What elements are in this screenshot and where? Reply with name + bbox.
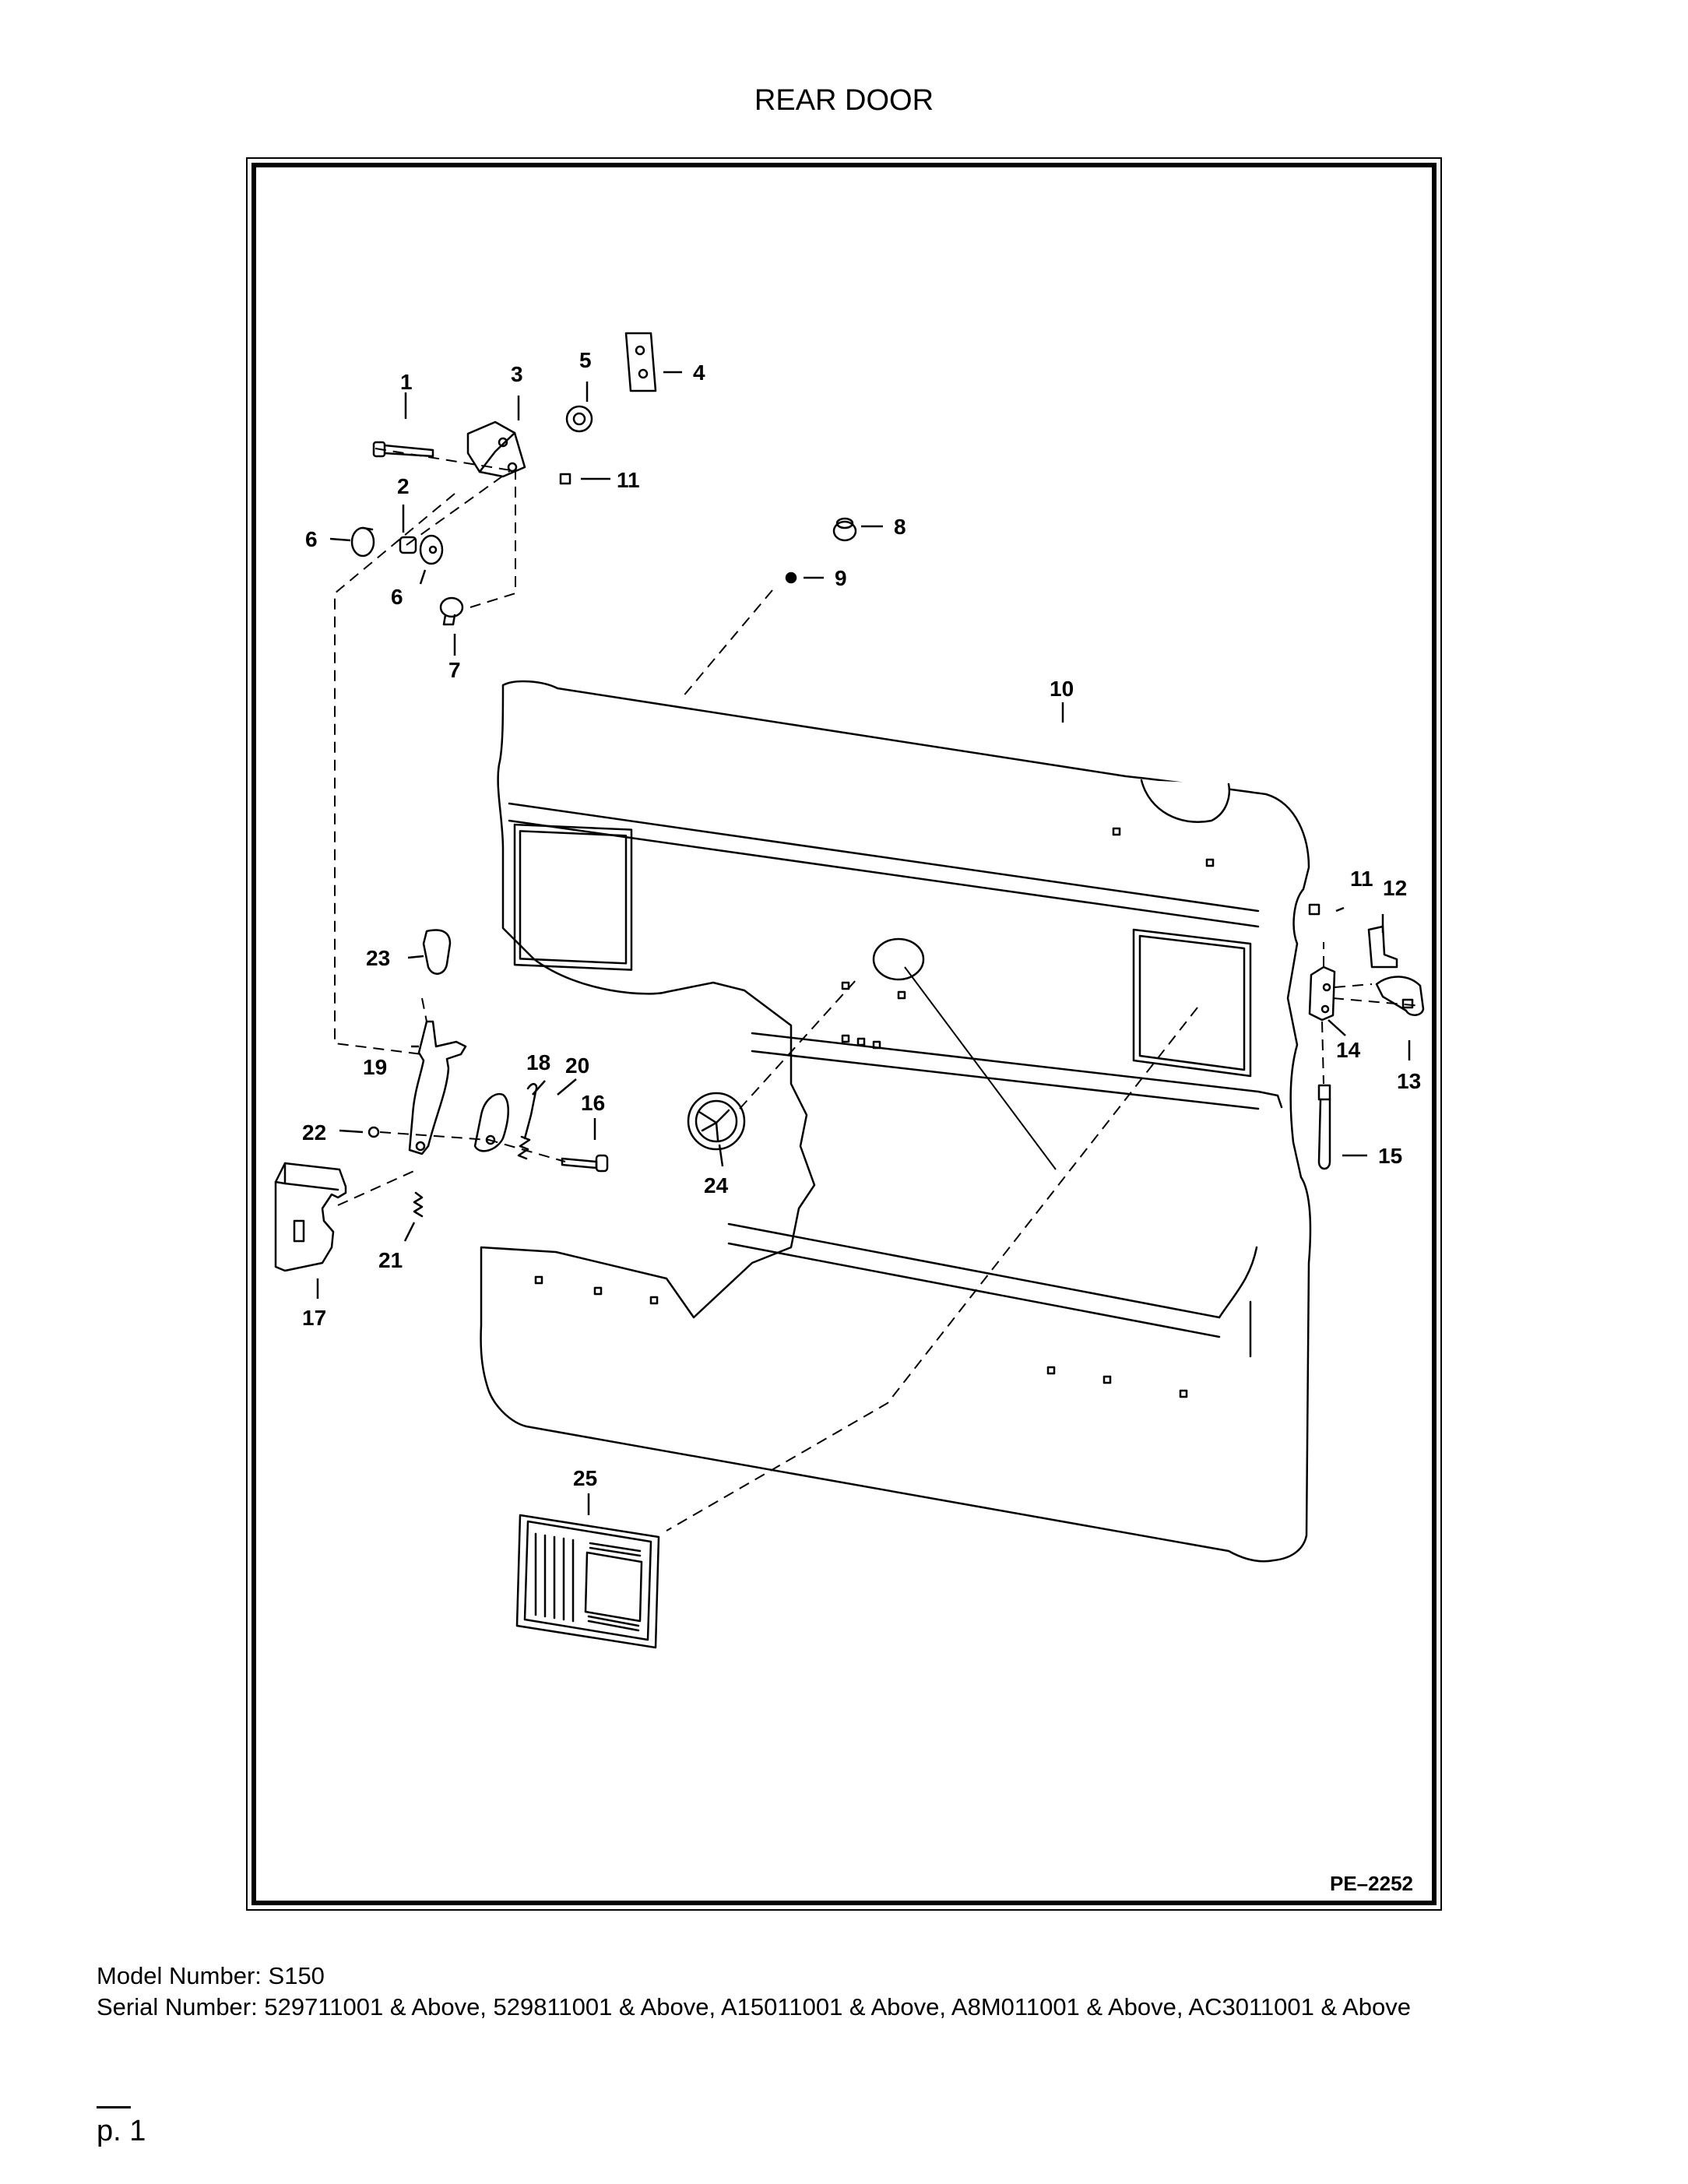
- door-handle-part-24: [687, 1092, 746, 1151]
- plug-part-8: [832, 517, 857, 542]
- callout-6-left: 6: [305, 527, 318, 551]
- inner-frame: [251, 163, 1437, 1905]
- door-knob-boss: [872, 937, 925, 981]
- callout-20: 20: [565, 1053, 589, 1078]
- callout-11-right: 11: [1350, 867, 1373, 891]
- spring-part-21: [413, 1191, 424, 1218]
- callout-7: 7: [448, 658, 461, 682]
- callout-23: 23: [366, 946, 390, 970]
- handle-part-23: [422, 929, 452, 975]
- callout-16: 16: [581, 1091, 605, 1115]
- nut-part-9: [785, 571, 797, 584]
- callout-25: 25: [573, 1466, 597, 1490]
- callout-6-right: 6: [391, 585, 403, 609]
- callout-15: 15: [1378, 1144, 1402, 1168]
- page-number: p. 1: [97, 2115, 146, 2147]
- cam-part-18: [473, 1092, 509, 1152]
- nut-part-11-right: [1308, 903, 1321, 916]
- hinge-bracket-part-3: [466, 420, 526, 478]
- plate-part-4: [624, 332, 657, 392]
- callout-14: 14: [1336, 1038, 1361, 1062]
- bushing-part-6-right: [419, 534, 444, 565]
- callout-22: 22: [302, 1120, 326, 1145]
- washer-part-5: [565, 405, 593, 433]
- callout-13: 13: [1397, 1069, 1421, 1093]
- callout-19: 19: [363, 1055, 387, 1079]
- callout-12: 12: [1383, 876, 1407, 900]
- door-panel-part-10: [480, 680, 1312, 1563]
- footer-info: Model Number: S150 Serial Number: 529711…: [97, 1961, 1591, 2023]
- callout-17: 17: [302, 1306, 326, 1330]
- pin-part-22: [367, 1126, 380, 1138]
- spacer-part-2: [399, 536, 417, 554]
- callout-9: 9: [835, 566, 847, 590]
- outer-frame: [246, 157, 1442, 1911]
- screw-part-7: [439, 596, 464, 626]
- exploded-parts-diagram: 1 3 5 4 11 2 6 6 7 8 9 10 11 12 14 13 15…: [246, 157, 1442, 1911]
- serial-number: Serial Number: 529711001 & Above, 529811…: [97, 1993, 1411, 2020]
- model-number: Model Number: S150: [97, 1962, 325, 1989]
- callout-1: 1: [400, 370, 413, 394]
- vent-grille-part-25: [515, 1514, 660, 1649]
- callout-8: 8: [894, 515, 906, 539]
- diagram-canvas: 1 3 5 4 11 2 6 6 7 8 9 10 11 12 14 13 15…: [246, 157, 1442, 1911]
- nut-part-11-upper: [559, 473, 571, 485]
- callout-18: 18: [526, 1050, 550, 1074]
- callout-21: 21: [378, 1248, 403, 1272]
- callout-2: 2: [397, 474, 410, 498]
- page-rule: [97, 2106, 131, 2108]
- callout-5: 5: [579, 348, 592, 372]
- page-title: REAR DOOR: [754, 84, 934, 117]
- callout-4: 4: [693, 360, 705, 385]
- striker-housing-part-17: [274, 1162, 347, 1272]
- pin-part-16: [561, 1154, 609, 1173]
- callout-24: 24: [704, 1173, 729, 1198]
- latch-lever-part-19: [408, 1020, 467, 1155]
- latch-cover-part-13: [1375, 976, 1425, 1016]
- callout-11-upper: 11: [617, 468, 640, 492]
- bushing-part-6-left: [350, 526, 375, 557]
- pin-part-15: [1317, 1084, 1331, 1170]
- hinge-bracket-part-14: [1308, 965, 1336, 1022]
- callout-10: 10: [1050, 677, 1074, 701]
- drawing-code: PE–2252: [1330, 1872, 1413, 1895]
- spring-part-20: [517, 1082, 538, 1160]
- callout-3: 3: [511, 362, 523, 386]
